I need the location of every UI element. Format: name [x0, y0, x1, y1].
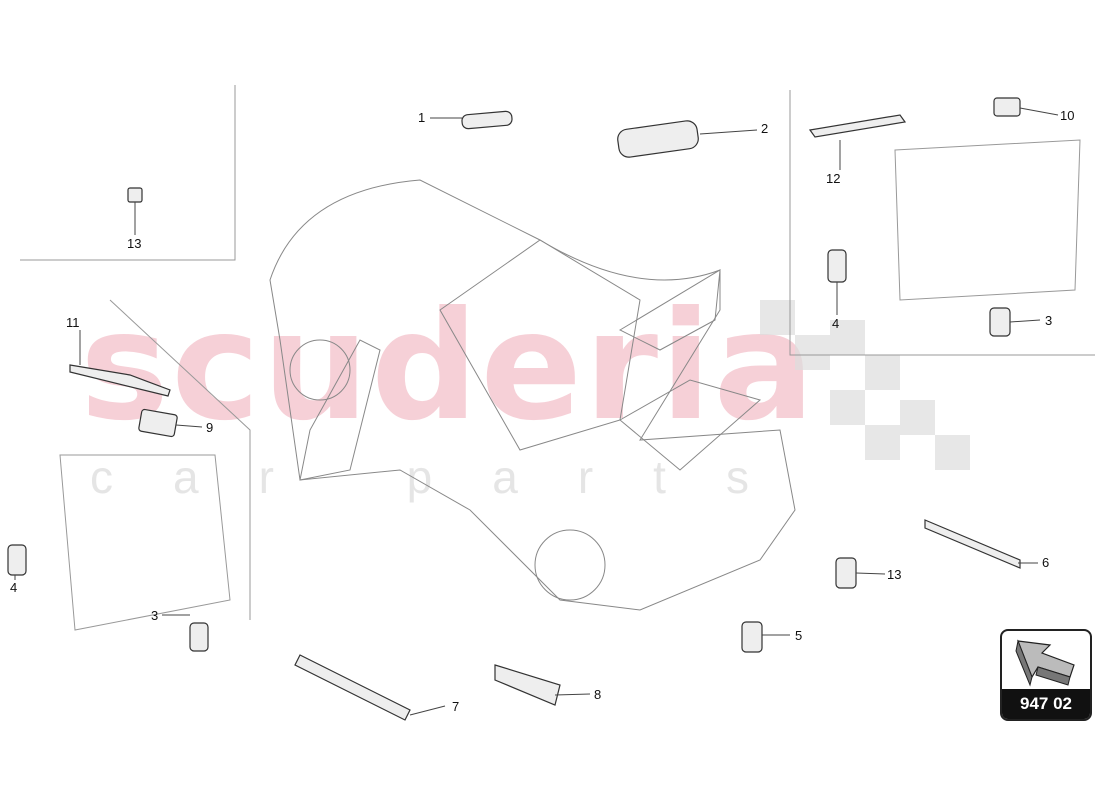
part-4b — [7, 544, 27, 576]
part-11 — [69, 364, 171, 397]
callout-4: 4 — [832, 316, 840, 331]
part-6 — [924, 519, 1021, 569]
watermark-sub: car parts — [90, 451, 809, 503]
part-4a — [827, 249, 847, 283]
watermark-main: scuderia — [80, 280, 817, 454]
arrow-icon — [1015, 639, 1075, 687]
callout-13-right: 13 — [887, 567, 902, 582]
checker-pattern — [760, 300, 970, 470]
leader-lines — [14, 107, 1059, 716]
callout-4-left: 4 — [10, 580, 18, 595]
callout-11: 11 — [66, 315, 80, 330]
part-13b — [835, 557, 857, 589]
callout-5: 5 — [795, 628, 803, 643]
parts — [7, 97, 1021, 721]
callout-10: 10 — [1060, 108, 1075, 123]
part-10 — [993, 97, 1021, 117]
part-5 — [741, 621, 763, 653]
callout-9: 9 — [206, 420, 214, 435]
part-12 — [808, 114, 907, 138]
callout-3: 3 — [1045, 313, 1053, 328]
callout-12: 12 — [826, 171, 841, 186]
part-9 — [138, 408, 178, 438]
car-outline — [269, 179, 796, 611]
callout-7: 7 — [452, 699, 460, 714]
callout-6: 6 — [1042, 555, 1050, 570]
callout-3-left: 3 — [151, 608, 159, 623]
part-1 — [461, 110, 513, 130]
part-7 — [294, 654, 411, 721]
part-13a — [127, 187, 143, 203]
callout-2: 2 — [761, 121, 769, 136]
part-8 — [494, 664, 561, 706]
part-3b — [189, 622, 209, 652]
part-2 — [617, 120, 699, 158]
callout-13: 13 — [127, 236, 142, 251]
callout-8: 8 — [594, 687, 602, 702]
part-3a — [989, 307, 1011, 337]
diagram-code-badge: 947 02 — [1000, 629, 1092, 721]
diagram-code: 947 02 — [1002, 689, 1090, 719]
callout-1: 1 — [418, 110, 426, 125]
